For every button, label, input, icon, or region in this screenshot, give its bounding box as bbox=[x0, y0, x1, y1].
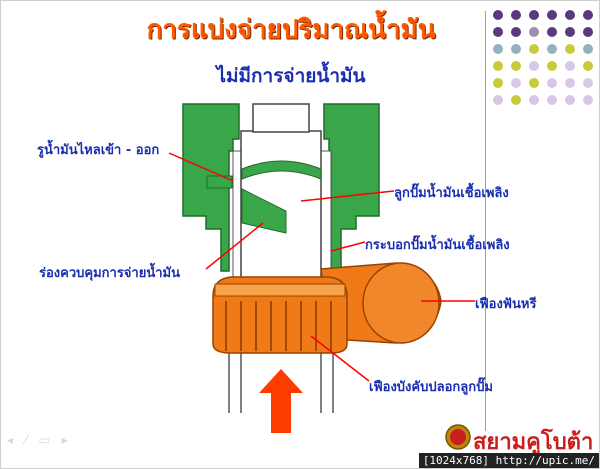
slide-title: การแบ่งจ่ายปริมาณน้ำมัน bbox=[146, 15, 436, 45]
decorative-dot-grid bbox=[493, 10, 593, 105]
watermark: [1024x768] http://upic.me/ bbox=[418, 453, 599, 468]
pump-barrel-body bbox=[182, 103, 380, 272]
worm-gear bbox=[320, 262, 442, 344]
label-control-groove: ร่องควบคุมการจ่ายน้ำมัน bbox=[39, 266, 180, 281]
lower-stem bbox=[228, 353, 334, 413]
pointer-lines bbox=[168, 152, 475, 382]
slide-nav-controls[interactable]: ◂ ⁄ ▭ ▸ bbox=[7, 433, 72, 447]
brand-logo-icon bbox=[445, 424, 471, 450]
label-worm-gear: เฟืองฟันหรี bbox=[475, 297, 537, 312]
label-oil-inlet-outlet: รูน้ำมันไหลเข้า - ออก bbox=[37, 143, 160, 158]
plunger bbox=[240, 103, 322, 307]
brand: สยามคูโบต้า bbox=[441, 424, 593, 459]
label-plunger: ลูกปั๊มน้ำมันเชื้อเพลิง bbox=[394, 186, 509, 201]
label-control-sleeve-gear: เฟืองบังคับปลอกลูกปั๊ม bbox=[369, 380, 493, 395]
slide-subtitle: ไม่มีการจ่ายน้ำมัน bbox=[216, 65, 366, 87]
control-sleeve-gear bbox=[212, 276, 348, 354]
divider-line bbox=[485, 11, 486, 431]
upward-arrow-icon bbox=[259, 369, 303, 433]
label-barrel: กระบอกปั๊มน้ำมันเชื้อเพลิง bbox=[365, 238, 510, 253]
brand-name: สยามคูโบต้า bbox=[473, 430, 594, 455]
